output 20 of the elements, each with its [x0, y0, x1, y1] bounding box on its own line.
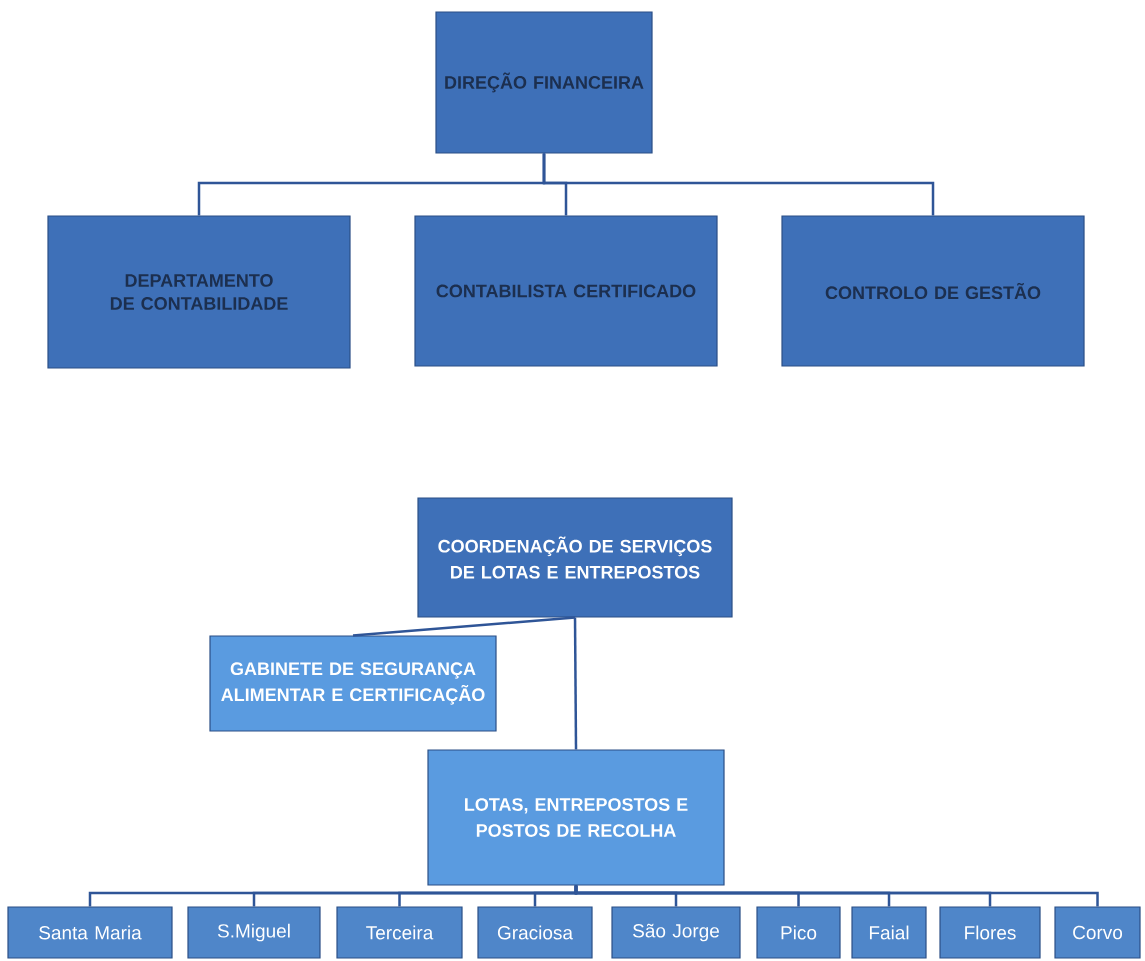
department-box: CONTROLO DE GESTÃO [781, 215, 1085, 367]
island-box: Flores [939, 906, 1041, 959]
island-box: Pico [756, 906, 841, 959]
connector-line [573, 617, 578, 750]
connector-line [574, 885, 1099, 907]
island-box: Corvo [1054, 906, 1141, 959]
island-box: Graciosa [477, 906, 593, 959]
connector-line [352, 616, 576, 637]
island-box: S.Miguel [187, 906, 321, 959]
department-box: DIREÇÃO FINANCEIRA [435, 11, 653, 154]
island-box: Terceira [336, 906, 463, 959]
island-box: Faial [851, 906, 927, 959]
department-box: LOTAS, ENTREPOSTOS E POSTOS DE RECOLHA [427, 749, 725, 886]
department-box: COORDENAÇÃO DE SERVIÇOS DE LOTAS E ENTREPOSTOS [417, 497, 733, 618]
department-box: CONTABILISTA CERTIFICADO [414, 215, 718, 367]
connector-line [542, 153, 935, 216]
island-box: Santa Maria [7, 906, 173, 959]
island-box: São Jorge [611, 906, 741, 959]
department-box: DEPARTAMENTO DE CONTABILIDADE [47, 215, 351, 369]
department-box: GABINETE DE SEGURANÇA ALIMENTAR E CERTIFICAÇÃO [209, 635, 497, 732]
